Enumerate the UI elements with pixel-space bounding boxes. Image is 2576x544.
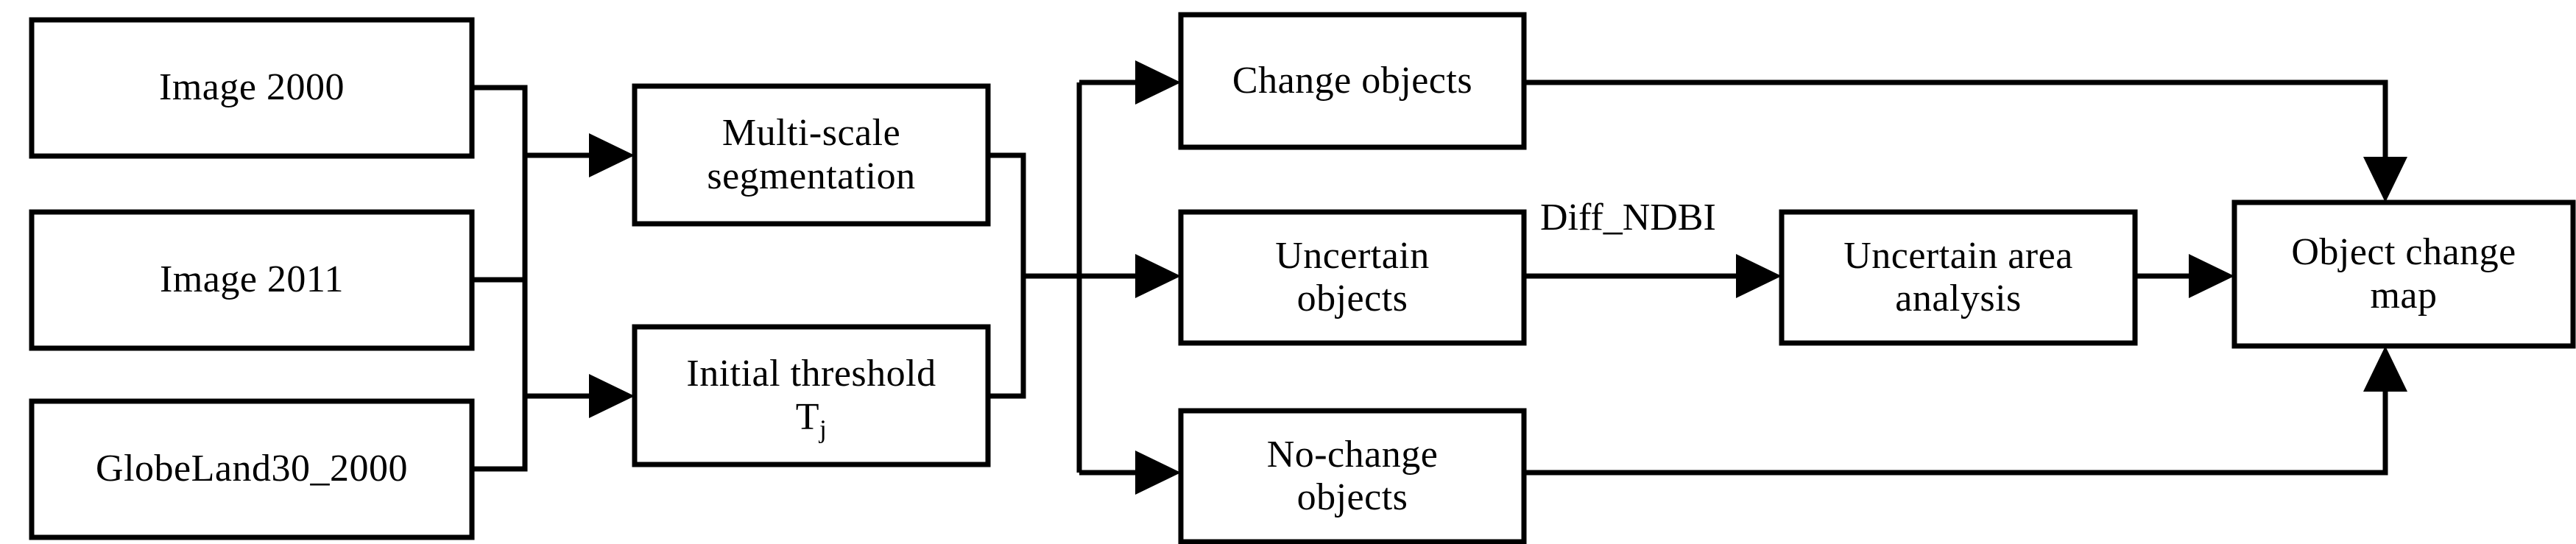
arrowhead-object-change-map-bottom	[2363, 346, 2407, 392]
node-change-objects[interactable]	[1178, 12, 1527, 150]
arrowhead-change-objects	[1135, 60, 1181, 105]
arrowhead-object-change-map-top	[2363, 157, 2407, 202]
node-object-change-map[interactable]	[2231, 199, 2576, 349]
arrowhead-threshold	[589, 374, 635, 418]
arrowhead-object-change-map-left	[2189, 254, 2234, 298]
node-uncertain-objects[interactable]	[1178, 209, 1527, 346]
node-no-change-objects[interactable]	[1178, 408, 1527, 544]
edge-no-change-objects-to-change-map	[1524, 389, 2388, 476]
node-globeland30-2000[interactable]	[29, 398, 475, 540]
edge-image2011-to-busB	[472, 277, 528, 396]
edge-multiscale-to-merge	[988, 152, 1026, 276]
node-image-2011[interactable]	[29, 209, 475, 351]
node-multi-scale-segmentation[interactable]	[632, 83, 991, 227]
node-image-2000[interactable]	[29, 17, 475, 159]
arrowhead-uncertain-objects	[1135, 254, 1181, 298]
arrowhead-multiscale	[589, 133, 635, 177]
edge-image2000-to-bus	[472, 85, 528, 155]
arrowhead-uncertain-area-analysis	[1736, 254, 1782, 298]
edge-change-objects-to-change-map	[1524, 80, 2388, 160]
edge-image2011-to-busA	[472, 155, 528, 283]
edge-globeland-to-bus	[472, 396, 528, 472]
arrowhead-no-change-objects	[1135, 451, 1181, 495]
node-initial-threshold[interactable]	[632, 324, 991, 467]
node-uncertain-area-analysis[interactable]	[1779, 209, 2138, 346]
edge-threshold-to-merge	[988, 276, 1026, 399]
